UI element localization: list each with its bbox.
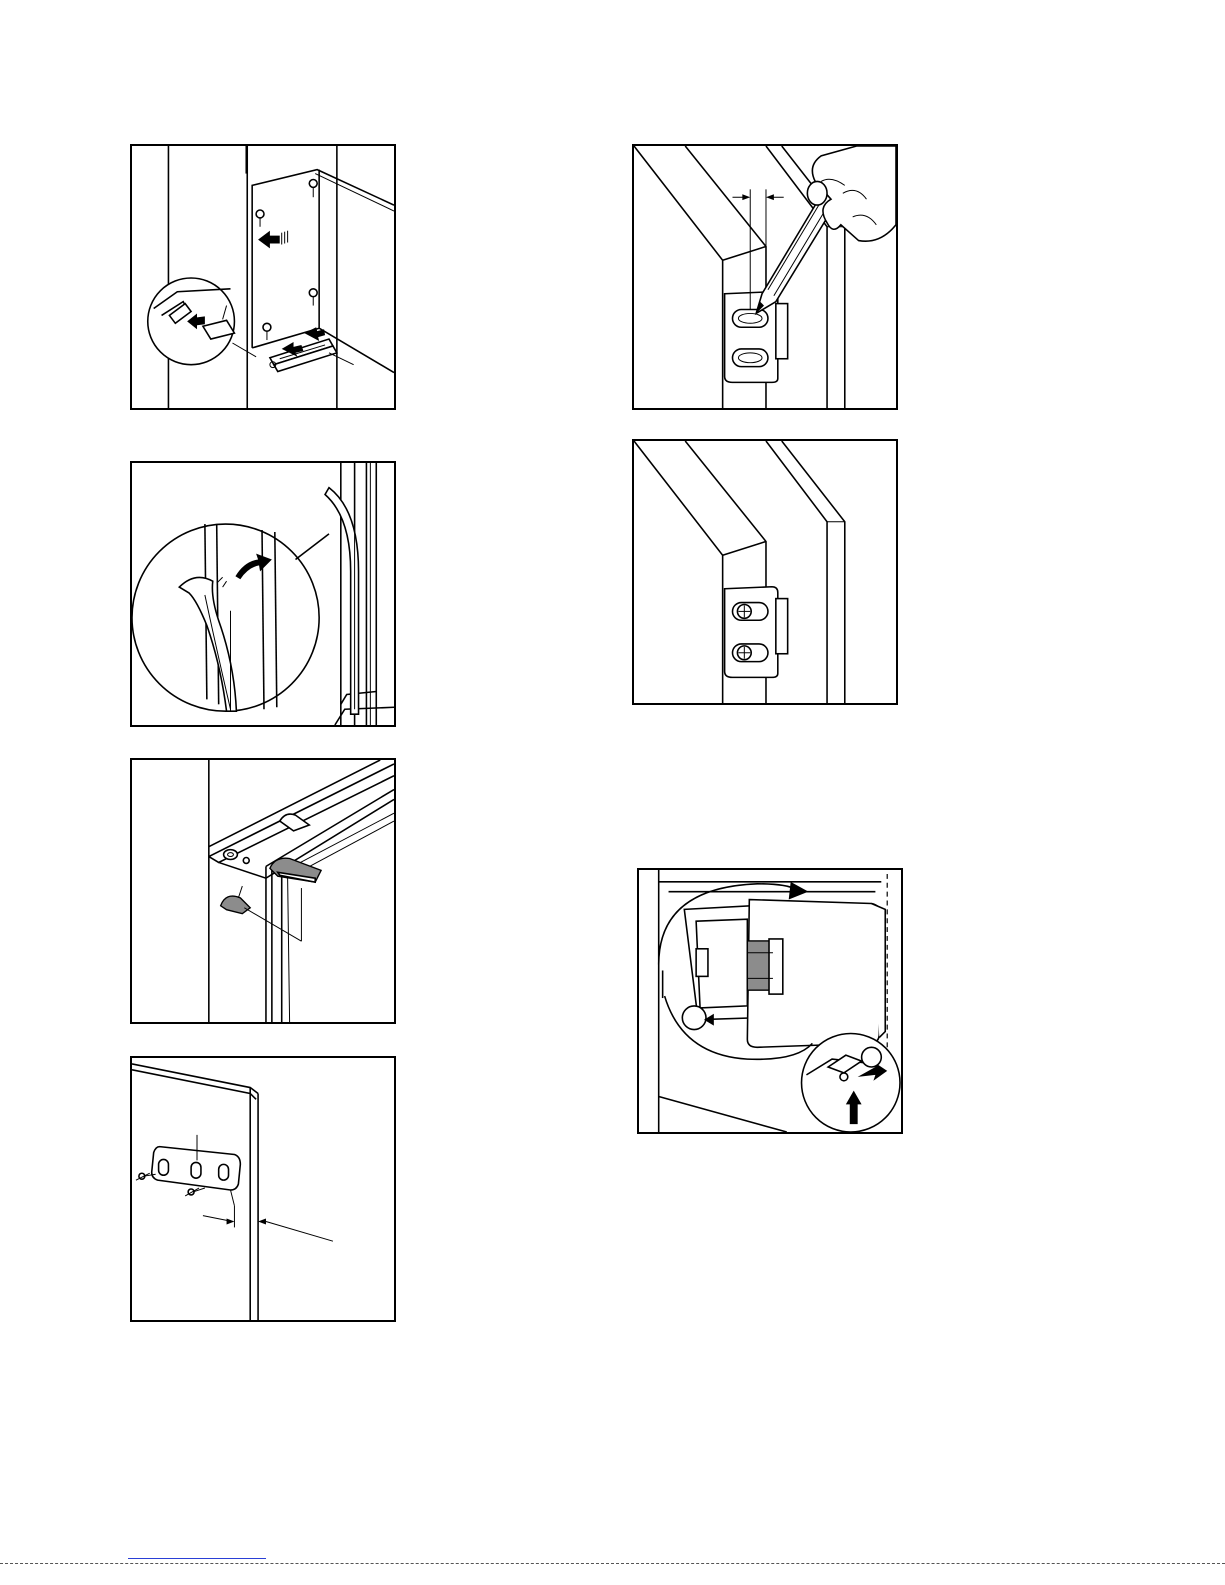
figure-seal-strip: [130, 461, 396, 727]
hinge-cover-icon: [132, 760, 394, 1022]
footer-link-underline[interactable]: [128, 1558, 266, 1559]
vent-grille-clip-icon: [132, 146, 394, 408]
pencil-marking-icon: [634, 146, 896, 408]
figure-pencil-marking: [632, 144, 898, 410]
door-bracket-icon: [132, 1058, 394, 1320]
footer-divider: [0, 1563, 1225, 1564]
door-reversal-icon: [639, 870, 901, 1132]
figure-door-bracket: [130, 1056, 396, 1322]
figure-screwed-bracket: [632, 439, 898, 705]
figure-vent-grille-installation: [130, 144, 396, 410]
figure-hinge-covers: [130, 758, 396, 1024]
seal-strip-icon: [132, 463, 394, 725]
screwed-bracket-icon: [634, 441, 896, 703]
figure-door-reversal: [637, 868, 903, 1134]
